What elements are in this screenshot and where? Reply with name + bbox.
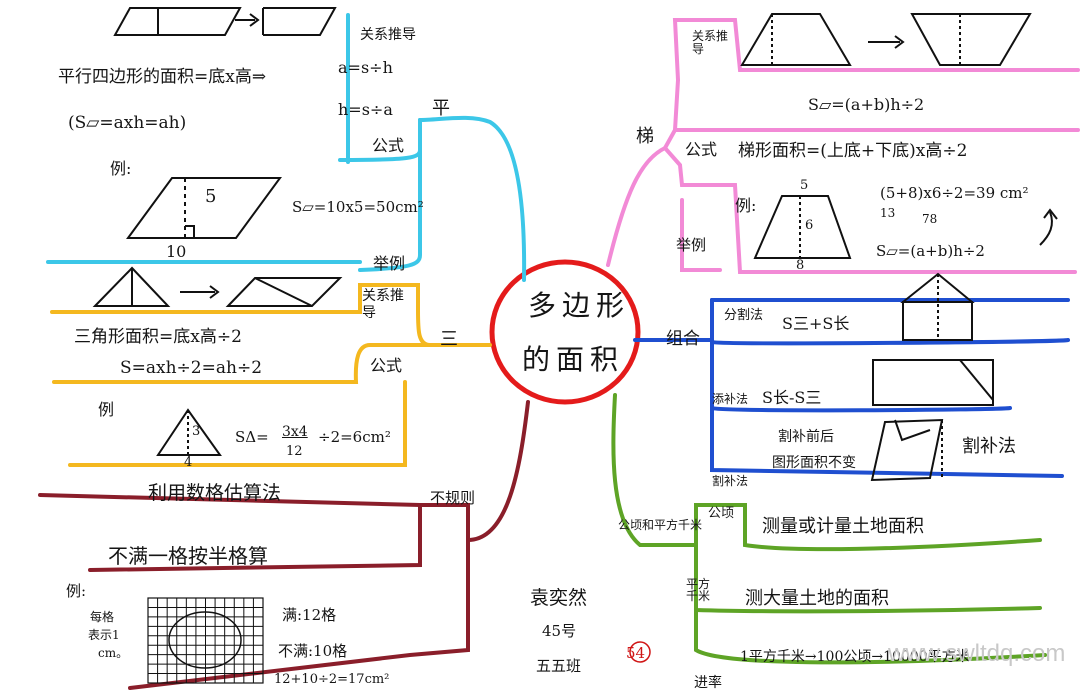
irregular-partial: 不满:10格 — [278, 642, 348, 660]
triangle-derive-sketch — [92, 266, 343, 307]
irregular-rule: 不满一格按半格算 — [108, 544, 268, 568]
irregular-branch-lines — [38, 400, 530, 690]
trapezoid-calc-sub1: 13 — [880, 206, 896, 220]
triangle-example-prefix: 例 — [98, 400, 115, 419]
trapezoid-example-height: 6 — [805, 218, 814, 233]
composite-split-label: 分割法 — [724, 308, 764, 323]
irregular-cell-note-2: 表示1 — [88, 628, 120, 642]
triangle-formula: S=axh÷2=ah÷2 — [120, 358, 263, 378]
composite-branch-lines — [633, 298, 1070, 478]
trapezoid-example-shape — [753, 195, 1058, 259]
trapezoid-formula-derived: S▱=(a+b)h÷2 — [808, 95, 925, 114]
parallelogram-example-height: 5 — [205, 186, 217, 207]
triangle-derive-label: 关系推导 — [362, 288, 404, 321]
estimation-grid-blob — [168, 611, 242, 669]
trapezoid-example-prefix: 例: — [735, 196, 757, 215]
units-sqkm-label: 平方千米 — [686, 577, 711, 603]
irregular-example-prefix: 例: — [66, 582, 87, 600]
parallelogram-formula-label: 公式 — [372, 136, 405, 155]
parallelogram-derive-label: 关系推导 — [360, 27, 416, 43]
parallelogram-branch-label: 平 — [432, 98, 450, 119]
composite-cut-note-1: 割补前后 — [778, 429, 834, 445]
units-sqkm-text: 测大量土地的面积 — [745, 588, 889, 609]
cut-patch-shape — [870, 418, 944, 482]
units-rate-text: 1平方千米→100公顷→10000平方米 — [740, 649, 970, 665]
trapezoid-branch-label: 梯 — [636, 126, 654, 147]
parallelogram-derive-sketch — [113, 7, 337, 36]
triangle-example-fraction-num: 3x4 — [282, 424, 308, 440]
composite-split-formula: S三+S长 — [782, 314, 850, 333]
trapezoid-example-bottom: 8 — [796, 258, 805, 273]
units-branch-lines — [611, 393, 1047, 665]
irregular-full: 满:12格 — [282, 606, 337, 624]
composite-cut-label: 割补法 — [712, 474, 749, 488]
author-name: 袁奕然 — [530, 587, 588, 609]
score: 54 — [626, 644, 646, 662]
triangle-example-height: 3 — [192, 424, 201, 439]
composite-cut-title: 割补法 — [962, 436, 1016, 457]
irregular-cell-note-3: cm。 — [98, 646, 129, 660]
triangle-example-shape — [156, 408, 222, 456]
triangle-formula-label: 公式 — [370, 356, 403, 375]
score-mark — [629, 641, 651, 663]
irregular-cell-note-1: 每格 — [90, 610, 115, 624]
parallelogram-formula: (S▱=axh=ah) — [68, 113, 187, 133]
composite-complement-formula: S长-S三 — [762, 388, 822, 407]
irregular-method: 利用数格估算法 — [148, 482, 282, 504]
center-title-line2: 的面积 — [522, 343, 625, 376]
trapezoid-calc-sub2: 78 — [922, 212, 938, 226]
trapezoid-example-label: 举例 — [676, 236, 707, 254]
triangle-example-result: ÷2=6cm² — [318, 428, 391, 446]
parallelogram-example-shape — [126, 177, 282, 239]
trapezoid-branch-lines — [606, 18, 1080, 274]
trapezoid-calc-line: (5+8)x6÷2=39 cm² — [880, 184, 1029, 202]
parallelogram-eq2: h=s÷a — [338, 100, 393, 119]
estimation-grid-lines — [148, 598, 263, 683]
trapezoid-area-text: 梯形面积=(上底+下底)x高÷2 — [738, 141, 968, 161]
triangle-example-calc: SΔ= — [235, 428, 269, 446]
parallelogram-example-base: 10 — [166, 242, 187, 261]
composite-house-shape — [900, 272, 975, 341]
watermark: www.swltdq.com — [888, 640, 1066, 667]
parallelogram-example-prefix: 例: — [110, 159, 132, 178]
triangle-example-fraction-den: 12 — [286, 444, 303, 459]
units-hectare-text: 测量或计量土地面积 — [762, 516, 924, 537]
trapezoid-derive-sketch — [740, 13, 1032, 66]
triangle-area-text: 三角形面积=底x高÷2 — [74, 327, 242, 347]
irregular-result: 12+10÷2=17cm² — [274, 672, 390, 687]
units-branch-label: 公顷和平方千米 — [618, 518, 703, 532]
composite-cut-note-2: 图形面积不变 — [772, 455, 856, 471]
units-rate-label: 进率 — [694, 675, 722, 691]
trapezoid-formula-label: 公式 — [685, 140, 718, 159]
center-ring — [489, 259, 641, 405]
author-number: 45号 — [542, 622, 577, 640]
irregular-branch-label: 不规则 — [430, 489, 476, 507]
trapezoid-calc-formula: S▱=(a+b)h÷2 — [876, 242, 985, 260]
composite-branch-label: 组合 — [666, 329, 700, 349]
center-title-line1: 多边形 — [528, 289, 631, 322]
triangle-branch-label: 三 — [440, 329, 458, 350]
composite-complement-label: 添补法 — [712, 392, 749, 406]
composite-complement-shape — [872, 359, 994, 406]
parallelogram-example-calc: S▱=10x5=50cm² — [292, 198, 424, 216]
triangle-branch-lines — [50, 283, 492, 467]
parallelogram-example-label: 举例 — [373, 254, 406, 273]
trapezoid-example-top: 5 — [800, 178, 809, 193]
triangle-example-base: 4 — [184, 455, 193, 470]
parallelogram-area-text: 平行四边形的面积=底x高⇒ — [58, 67, 267, 87]
trapezoid-derive-label: 关系推导 — [692, 29, 729, 56]
parallelogram-eq1: a=s÷h — [338, 58, 393, 77]
parallelogram-branch-lines — [46, 13, 527, 282]
units-hectare-label: 公顷 — [708, 506, 735, 521]
author-class: 五五班 — [536, 657, 582, 675]
